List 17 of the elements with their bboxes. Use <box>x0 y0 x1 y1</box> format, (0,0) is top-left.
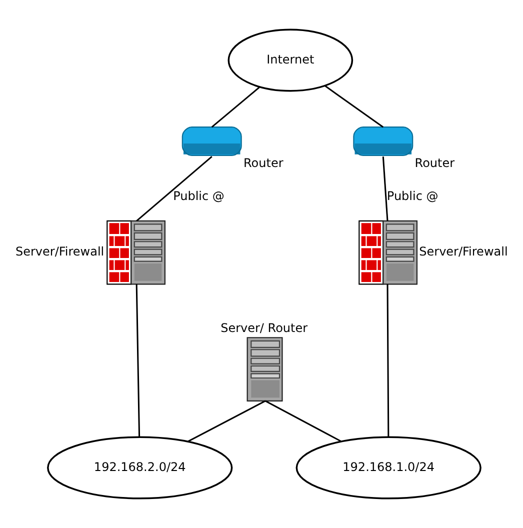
connector <box>136 284 140 437</box>
node-label: Router <box>414 156 455 170</box>
node-ellipse: 192.168.1.0/24 <box>296 436 482 500</box>
connector <box>211 86 260 128</box>
connector <box>264 400 342 442</box>
edge-label: Public @ <box>173 188 224 203</box>
node-ellipse: 192.168.2.0/24 <box>47 436 233 500</box>
connector <box>382 156 388 221</box>
connector <box>324 85 384 128</box>
connector <box>386 284 390 437</box>
edge-label: Public @ <box>386 188 438 203</box>
node-label: Server/ Router <box>220 320 308 335</box>
node-label: Router <box>244 156 284 170</box>
node-label: Server/Firewall <box>15 244 104 259</box>
node-ellipse: Internet <box>228 28 354 92</box>
node-label: Server/Firewall <box>419 244 508 259</box>
connector <box>188 400 266 442</box>
